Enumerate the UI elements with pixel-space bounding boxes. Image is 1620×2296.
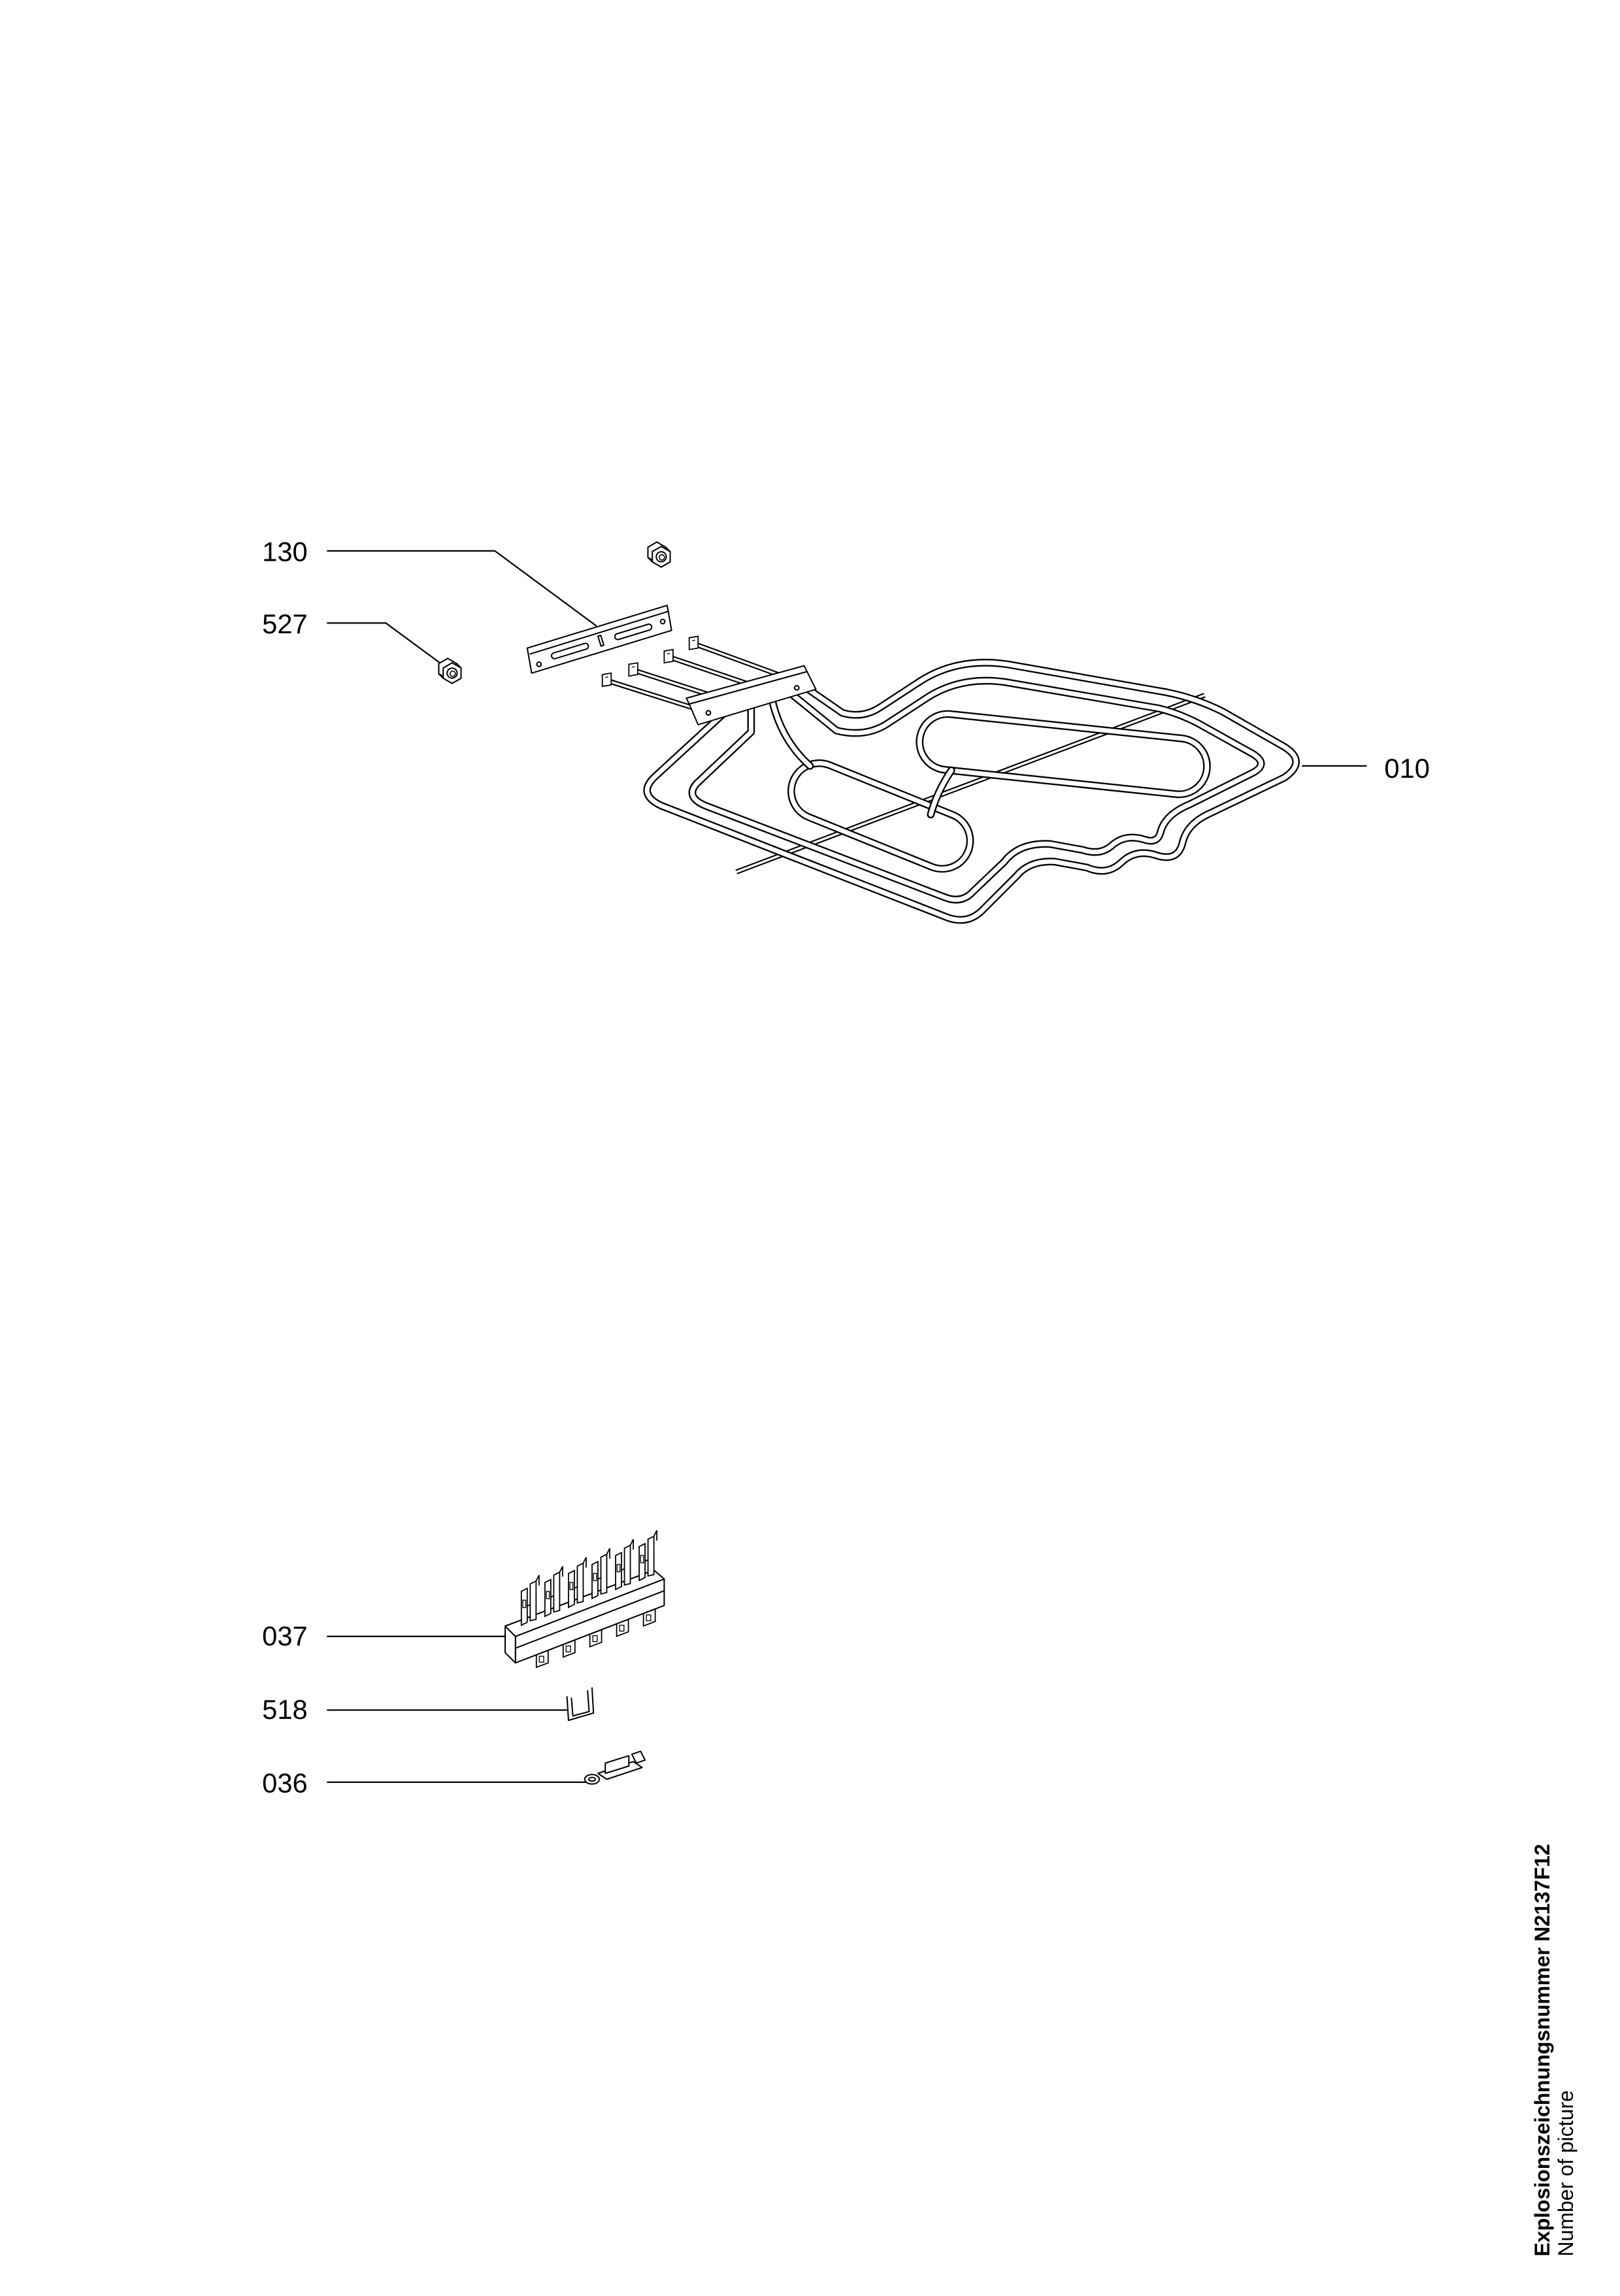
blade-icon: [544, 1565, 563, 1618]
terminal-plate: [686, 665, 817, 725]
bracket-edge: [529, 610, 670, 655]
bracket-center-slit: [597, 635, 604, 647]
connector-housing: [604, 1755, 630, 1774]
hairpin-coil-right: [917, 711, 1210, 797]
terminal-plate-hole-left: [705, 710, 712, 716]
hairpin-right-fill: [917, 711, 1210, 797]
terminal-flag-icon: [601, 673, 612, 688]
blade-icon: [520, 1574, 540, 1626]
part-130-bracket: [526, 605, 672, 674]
drawing-number: Explosionszeichnungsnummer N2137F12: [1530, 1844, 1554, 2256]
blade-icon: [615, 1539, 634, 1590]
part-036-connector: [584, 1750, 646, 1785]
callout-label-036: 036: [262, 1768, 308, 1799]
terminal-blade-4: [591, 1548, 610, 1599]
bracket-slot-right: [614, 624, 653, 641]
leader-line-527: [327, 622, 442, 665]
callout-label-130: 130: [262, 537, 308, 567]
bracket-hole-right: [659, 618, 666, 625]
terminal-plate-face: [688, 671, 817, 725]
part-518-clip: [566, 1687, 595, 1722]
terminal-tip-2: [628, 662, 638, 677]
blade-icon: [638, 1529, 658, 1582]
part-527-nut: [438, 657, 462, 684]
terminal-block-seam: [514, 1589, 665, 1649]
terminal-tip-3: [663, 648, 674, 664]
leader-line-130: [327, 550, 597, 627]
terminal-flag-icon: [663, 648, 674, 664]
terminal-plate-hole-right: [793, 685, 800, 691]
connector-tab: [631, 1750, 646, 1764]
part-527-nut-second: [647, 541, 671, 568]
terminal-blade-6: [638, 1529, 658, 1582]
bracket-slot-left: [550, 642, 589, 659]
terminal-blade-2: [544, 1565, 563, 1618]
drawing-caption: Number of picture: [1554, 2090, 1578, 2256]
callout-label-010: 010: [1384, 753, 1430, 784]
bracket-hole-left: [536, 661, 542, 667]
terminal-flag-icon: [628, 662, 638, 677]
terminal-blade-3: [568, 1556, 587, 1608]
terminal-flag-icon: [688, 635, 699, 650]
blade-icon: [568, 1556, 587, 1608]
part-037-terminal-block: [504, 1529, 665, 1669]
terminal-tip-4: [688, 635, 699, 650]
terminal-blade-1: [520, 1574, 540, 1626]
callout-label-518: 518: [262, 1694, 308, 1725]
nut-icon: [647, 541, 671, 568]
part-010-heating-element: [601, 635, 1296, 920]
connector-ring-hole: [587, 1776, 596, 1782]
callout-label-527: 527: [262, 608, 308, 639]
terminal-blade-5: [615, 1539, 634, 1590]
nut-icon: [438, 657, 462, 684]
callout-label-037: 037: [262, 1620, 308, 1651]
blade-icon: [591, 1548, 610, 1599]
clip-inner: [570, 1690, 590, 1717]
terminal-tip-1: [601, 673, 612, 688]
clip-outer: [566, 1687, 595, 1722]
